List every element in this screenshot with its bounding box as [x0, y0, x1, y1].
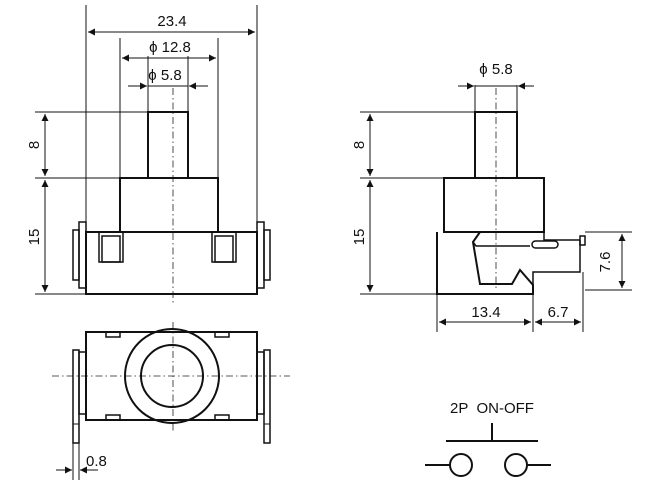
housing-ring	[124, 328, 220, 424]
top-view: 0.8	[52, 322, 290, 480]
side-view: ϕ 5.8 8 15 7.6 13.4 6.7	[351, 61, 632, 332]
dim-side-body-height: 15	[351, 229, 368, 246]
schematic-title: 2P ON-OFF	[450, 400, 534, 417]
dim-body-height: 15	[26, 229, 43, 246]
dim-side-depth: 13.4	[471, 304, 500, 321]
dim-overall-width: 23.4	[157, 13, 186, 30]
dim-side-plunger-height: 8	[351, 141, 368, 149]
dim-tab-thickness: 0.8	[86, 453, 107, 470]
contact-left	[449, 453, 473, 477]
front-view: 23.4 ϕ 12.8 ϕ 5.8 8 15	[26, 5, 271, 305]
dim-plunger-diameter: ϕ 5.8	[148, 67, 181, 84]
dim-base-diameter: ϕ 12.8	[149, 39, 191, 56]
plunger-circle	[140, 344, 204, 408]
dim-terminal-extension: 6.7	[548, 304, 569, 321]
dim-terminal-height: 7.6	[597, 252, 614, 273]
dim-plunger-height: 8	[26, 141, 43, 149]
switch-schematic: 2P ON-OFF	[425, 400, 551, 477]
contact-right	[504, 453, 528, 477]
dim-side-plunger-diameter: ϕ 5.8	[479, 61, 512, 78]
terminal-slot	[531, 240, 559, 249]
